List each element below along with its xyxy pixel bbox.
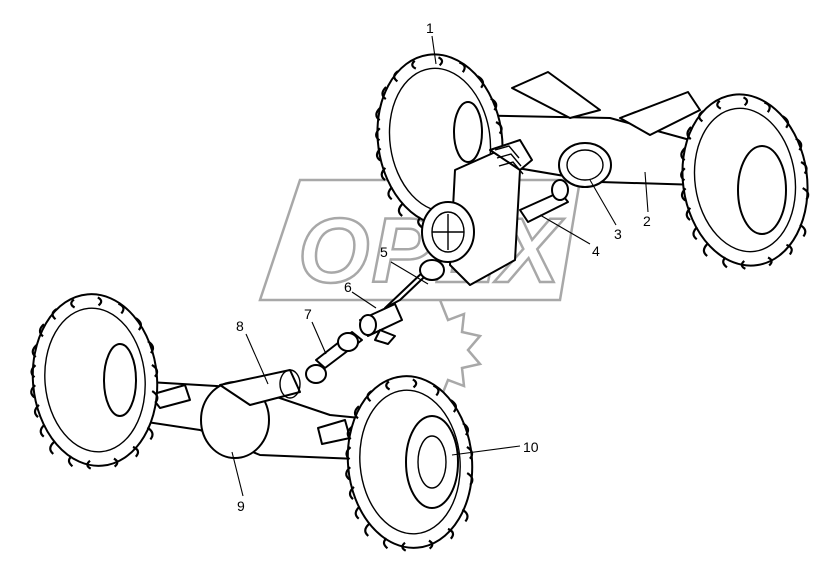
label-6: 6 <box>344 279 352 295</box>
transmission-assembly <box>421 139 569 286</box>
callout-labels: 1 2 3 4 5 6 7 8 9 10 <box>236 20 651 514</box>
label-5: 5 <box>380 244 388 260</box>
label-1: 1 <box>426 20 434 36</box>
label-9: 9 <box>237 498 245 514</box>
front-axle-assembly <box>22 287 482 557</box>
label-4: 4 <box>592 243 600 259</box>
leader-lines <box>231 35 649 497</box>
label-2: 2 <box>643 213 651 229</box>
label-7: 7 <box>304 306 312 322</box>
label-3: 3 <box>614 226 622 242</box>
front-left-wheel <box>22 287 167 475</box>
label-10: 10 <box>523 439 539 455</box>
drive-shaft <box>305 259 445 384</box>
label-8: 8 <box>236 318 244 334</box>
